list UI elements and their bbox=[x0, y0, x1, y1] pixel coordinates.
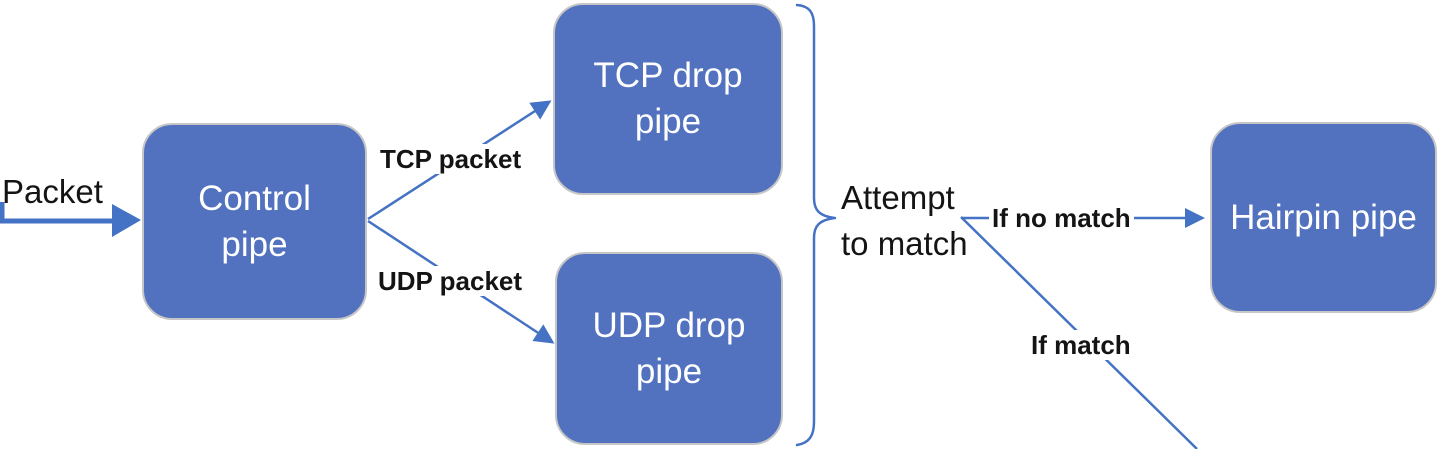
udp-packet-label: UDP packet bbox=[375, 266, 526, 296]
tcp-drop-pipe-label: TCP drop pipe bbox=[593, 56, 743, 141]
control-pipe-label: Control pipe bbox=[198, 178, 311, 264]
if-match-label: If match bbox=[1028, 330, 1134, 360]
tcp-drop-pipe-node: TCP drop pipe bbox=[553, 3, 783, 195]
tcp-packet-label: TCP packet bbox=[377, 144, 525, 174]
packet-label: Packet bbox=[2, 173, 103, 210]
if-no-match-label: If no match bbox=[989, 203, 1134, 233]
curly-brace bbox=[795, 3, 837, 447]
hairpin-pipe-label: Hairpin pipe bbox=[1230, 197, 1417, 237]
hairpin-pipe-node: Hairpin pipe bbox=[1210, 122, 1437, 313]
udp-drop-pipe-node: UDP drop pipe bbox=[555, 252, 783, 445]
attempt-to-match-label: Attempt to match bbox=[841, 179, 968, 262]
packet-arrow bbox=[0, 202, 141, 237]
control-pipe-node: Control pipe bbox=[142, 123, 367, 320]
udp-drop-pipe-label: UDP drop pipe bbox=[592, 305, 746, 391]
